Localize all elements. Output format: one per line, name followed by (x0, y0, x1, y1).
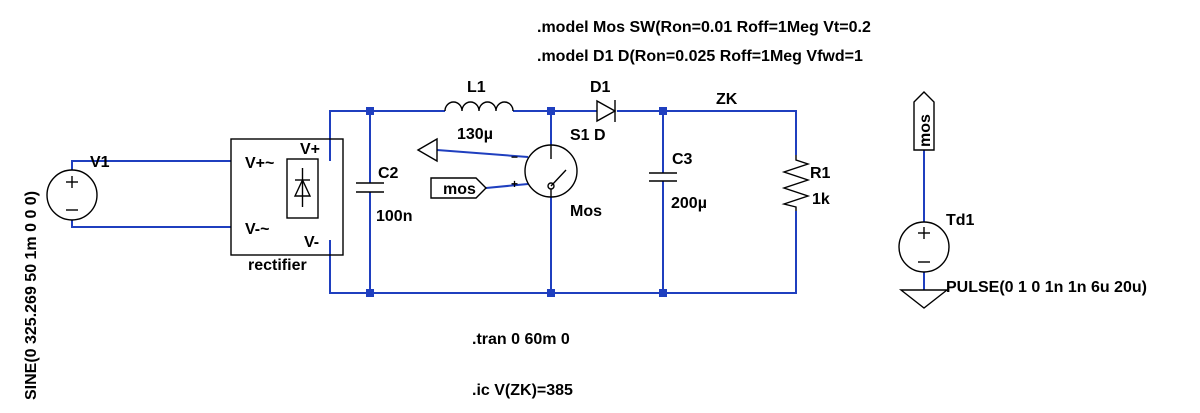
s1-pin-minus: − (511, 150, 518, 164)
l1-inductor[interactable] (444, 101, 514, 112)
d1-diode[interactable] (596, 99, 617, 123)
td1-source[interactable] (898, 221, 950, 273)
mos-in-port-label: mos (443, 181, 476, 198)
junction-dot (366, 107, 374, 115)
wire-ground-rail (329, 211, 797, 294)
wire-v1-bottom (71, 220, 231, 228)
ground-arrow-icon (416, 137, 438, 163)
s1-pin-plus: + (511, 177, 518, 191)
rectifier-body (230, 138, 344, 256)
s1-switch[interactable] (524, 144, 578, 198)
diode-triangle-icon (596, 99, 617, 123)
net-label-zk: ZK (716, 91, 738, 108)
rectifier-block[interactable] (230, 138, 344, 256)
c3-name-label: C3 (672, 151, 693, 168)
r1-resistor[interactable] (781, 155, 811, 211)
directive-model-d1: .model D1 D(Ron=0.025 Roff=1Meg Vfwd=1 (537, 48, 863, 65)
wire-vplus-to-l1 (329, 110, 445, 161)
v1-name-label: V1 (90, 154, 110, 171)
rectifier-pin-vout-neg: V- (304, 234, 319, 251)
v1-source[interactable] (46, 169, 98, 221)
s1-value-label: Mos (570, 203, 602, 220)
td1-name-label: Td1 (946, 212, 975, 229)
wires (71, 110, 925, 294)
d1-value-label: D (594, 127, 606, 144)
junction-dot (366, 289, 374, 297)
v1-value-label: SINE(0 325.269 50 1m 0 0 0) (23, 191, 40, 400)
mos-out-port[interactable] (913, 91, 935, 151)
td1-value-label: PULSE(0 1 0 1n 1n 6u 20u) (946, 279, 1147, 296)
rectifier-pin-vin-pos: V+~ (245, 155, 274, 172)
inductor-coil-icon (444, 101, 514, 112)
wire-v1-top (71, 160, 231, 170)
port-arrow-icon (430, 177, 487, 199)
switch-arm-icon (550, 169, 567, 187)
l1-value-label: 130µ (457, 126, 493, 143)
rectifier-pin-vin-neg: V-~ (245, 221, 269, 238)
wire-s1-minus (436, 149, 529, 158)
junction-dot (547, 289, 555, 297)
wire-zk-net (617, 110, 797, 155)
r1-name-label: R1 (810, 165, 831, 182)
c2-capacitor[interactable] (356, 182, 384, 193)
port-arrow-icon (913, 91, 935, 151)
resistor-zigzag-icon (781, 155, 811, 211)
junction-dot (659, 289, 667, 297)
junction-dot (659, 107, 667, 115)
rectifier-pin-vout-pos: V+ (300, 141, 320, 158)
directive-model-mos: .model Mos SW(Ron=0.01 Roff=1Meg Vt=0.2 (537, 19, 871, 36)
mos-in-port[interactable] (430, 177, 487, 199)
td1-source-circle (898, 221, 950, 273)
v1-source-circle (46, 169, 98, 221)
ground-icon (898, 289, 950, 309)
junctions (366, 107, 667, 297)
c2-value-label: 100n (376, 208, 412, 225)
rectifier-diode-box (286, 158, 319, 219)
r1-value-label: 1k (812, 191, 830, 208)
rectifier-name-label: rectifier (248, 257, 307, 274)
directive-ic: .ic V(ZK)=385 (472, 382, 573, 399)
junction-dot (547, 107, 555, 115)
d1-name-label: D1 (590, 79, 611, 96)
c3-value-label: 200µ (671, 195, 707, 212)
s1-name-label: S1 (570, 127, 590, 144)
c2-name-label: C2 (378, 165, 399, 182)
c3-capacitor[interactable] (649, 172, 677, 182)
l1-name-label: L1 (467, 79, 486, 96)
wire-s1-plus (485, 183, 529, 189)
mos-out-port-label: mos (917, 114, 934, 147)
directive-tran: .tran 0 60m 0 (472, 331, 570, 348)
